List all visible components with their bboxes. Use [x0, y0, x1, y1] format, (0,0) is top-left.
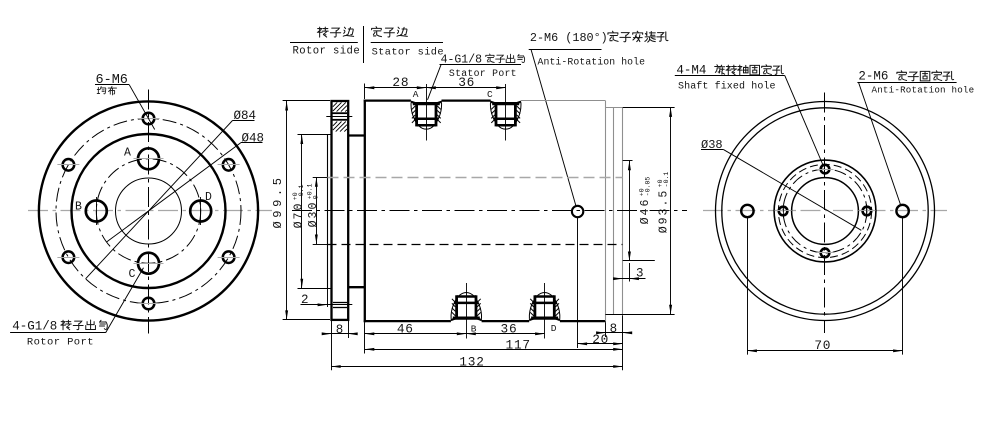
svg-text:4-G1/8: 4-G1/8	[12, 319, 57, 333]
svg-text:-0.1: -0.1	[663, 172, 670, 188]
svg-text:2-M6: 2-M6	[858, 70, 888, 84]
svg-text:Rotor Port: Rotor Port	[27, 336, 94, 348]
svg-text:4-G1/8: 4-G1/8	[441, 54, 483, 67]
svg-text:Ø30: Ø30	[307, 201, 320, 228]
svg-text:-0.1: -0.1	[298, 184, 305, 200]
svg-text:0: 0	[313, 195, 320, 199]
svg-text:4-M4: 4-M4	[676, 64, 706, 78]
svg-text:+0: +0	[292, 192, 299, 200]
svg-text:Ø93.5: Ø93.5	[658, 189, 671, 234]
svg-text:Stator Port: Stator Port	[449, 68, 517, 79]
svg-text:Ø38: Ø38	[701, 138, 723, 152]
svg-text:-0.05: -0.05	[645, 177, 652, 197]
svg-text:3: 3	[636, 267, 644, 281]
svg-text:132: 132	[459, 355, 484, 370]
svg-text:70: 70	[814, 338, 831, 353]
svg-text:Ø99.5: Ø99.5	[271, 174, 285, 228]
svg-text:A: A	[124, 147, 131, 160]
svg-text:Shaft fixed hole: Shaft fixed hole	[678, 81, 776, 93]
svg-text:8: 8	[610, 322, 618, 336]
svg-text:2-M6 (180°): 2-M6 (180°)	[530, 31, 608, 45]
svg-text:46: 46	[397, 322, 414, 337]
svg-text:Stator side: Stator side	[372, 47, 444, 59]
svg-text:117: 117	[505, 338, 530, 353]
svg-text:Anti-Rotation hole: Anti-Rotation hole	[872, 84, 975, 95]
svg-text:B: B	[75, 201, 82, 214]
svg-text:36: 36	[458, 75, 475, 90]
svg-text:+0: +0	[639, 188, 646, 196]
svg-text:Ø84: Ø84	[234, 109, 257, 123]
svg-text:C: C	[487, 89, 493, 100]
svg-text:B: B	[471, 324, 477, 335]
svg-text:2: 2	[301, 293, 309, 307]
svg-text:Ø70: Ø70	[293, 202, 306, 229]
svg-text:20: 20	[592, 332, 609, 347]
svg-text:28: 28	[392, 75, 409, 90]
svg-text:D: D	[551, 323, 557, 334]
svg-text:Rotor side: Rotor side	[293, 46, 361, 58]
svg-text:+0.1: +0.1	[307, 183, 314, 199]
svg-text:6-M6: 6-M6	[96, 73, 128, 88]
svg-text:Ø46: Ø46	[639, 198, 652, 225]
svg-text:Ø48: Ø48	[242, 131, 265, 145]
svg-text:+0: +0	[657, 179, 664, 187]
svg-text:C: C	[129, 268, 136, 281]
svg-text:8: 8	[336, 323, 344, 337]
svg-text:Anti-Rotation hole: Anti-Rotation hole	[538, 57, 646, 68]
svg-text:A: A	[413, 89, 419, 100]
svg-text:D: D	[205, 191, 212, 204]
svg-text:36: 36	[501, 322, 518, 337]
